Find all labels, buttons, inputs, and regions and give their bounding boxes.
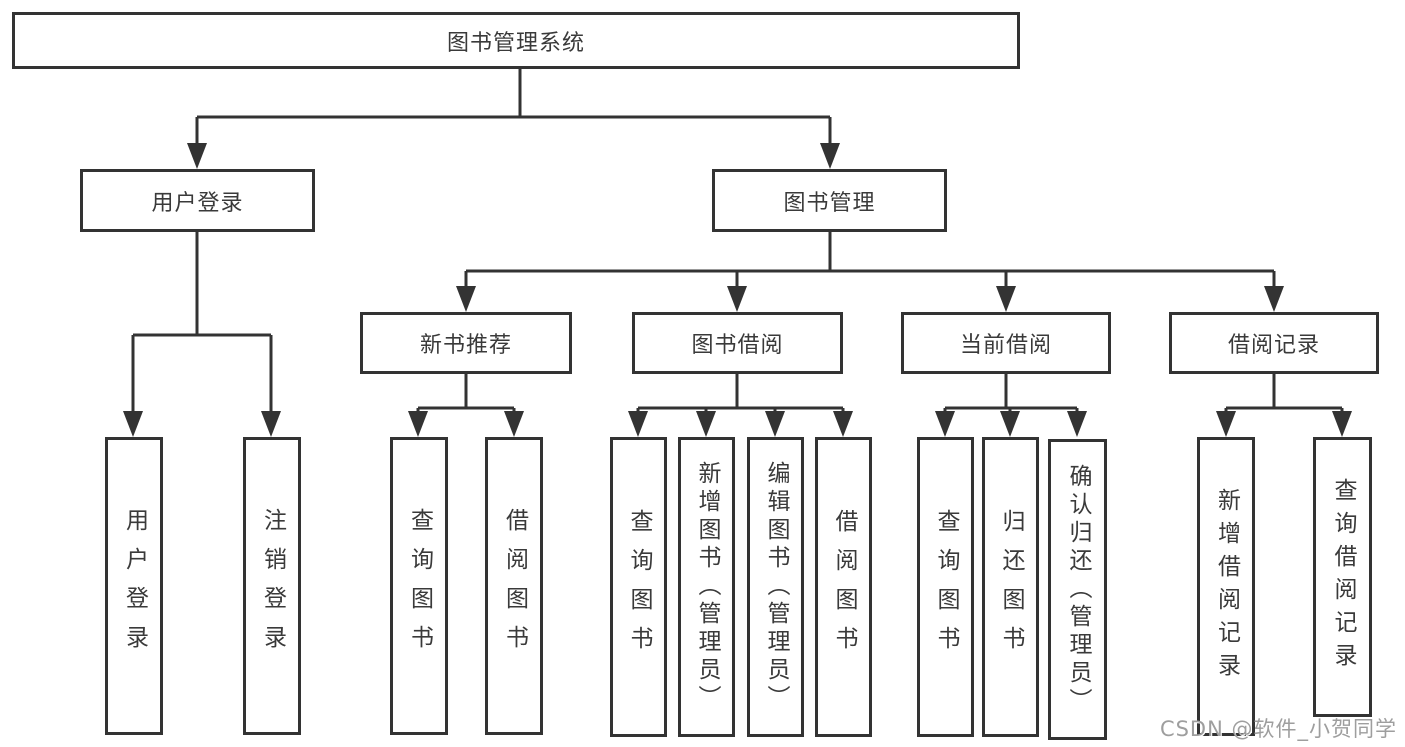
- connector-shafts: [131, 68, 1344, 414]
- leaf-label: 查询图书: [406, 508, 433, 664]
- leaf-borrow-books: 借阅图书: [815, 437, 872, 737]
- arrowhead: [408, 411, 428, 437]
- leaf-query-books-recommend: 查询图书: [390, 437, 448, 735]
- node-current-borrowing: 当前借阅: [901, 312, 1111, 374]
- node-user-login: 用户登录: [80, 169, 315, 232]
- arrowhead: [996, 286, 1016, 312]
- arrowhead: [1264, 286, 1284, 312]
- leaf-return-books: 归还图书: [982, 437, 1039, 737]
- leaf-label: 编辑图书（管理员）: [763, 461, 789, 713]
- arrowheads: [123, 143, 1352, 437]
- leaf-confirm-return-admin: 确认归还（管理员）: [1048, 439, 1107, 740]
- leaf-label: 查询图书: [626, 509, 652, 665]
- leaf-label: 借阅图书: [831, 509, 857, 665]
- leaf-borrow-books-recommend: 借阅图书: [485, 437, 543, 735]
- leaf-query-books-current: 查询图书: [917, 437, 974, 737]
- leaf-label: 注销登录: [259, 508, 286, 664]
- leaf-label: 查询借阅记录: [1330, 478, 1356, 676]
- arrowhead: [833, 411, 853, 437]
- arrowhead: [1067, 411, 1087, 437]
- arrowhead: [504, 411, 524, 437]
- arrowhead: [1216, 411, 1236, 437]
- leaf-label: 确认归还（管理员）: [1065, 463, 1091, 716]
- arrowhead: [456, 286, 476, 312]
- arrowhead: [187, 143, 207, 169]
- arrowhead: [261, 411, 281, 437]
- leaf-add-borrow-record: 新增借阅记录: [1197, 437, 1255, 736]
- leaf-label: 用户登录: [121, 508, 148, 664]
- node-book-borrowing: 图书借阅: [632, 312, 843, 374]
- node-borrowing-records: 借阅记录: [1169, 312, 1379, 374]
- leaf-logout: 注销登录: [243, 437, 301, 735]
- leaf-edit-books-admin: 编辑图书（管理员）: [747, 437, 804, 737]
- leaf-user-login: 用户登录: [105, 437, 163, 735]
- arrowhead: [123, 411, 143, 437]
- arrowhead: [696, 411, 716, 437]
- node-book-management: 图书管理: [712, 169, 947, 232]
- leaf-label: 查询图书: [933, 509, 959, 665]
- arrowhead: [765, 411, 785, 437]
- leaf-label: 新增图书（管理员）: [694, 461, 720, 713]
- node-library-management-system: 图书管理系统: [12, 12, 1020, 69]
- arrowhead: [1332, 411, 1352, 437]
- arrowhead: [727, 286, 747, 312]
- arrowhead: [628, 411, 648, 437]
- leaf-label: 归还图书: [998, 509, 1024, 665]
- leaf-label: 借阅图书: [501, 508, 528, 664]
- leaf-add-books-admin: 新增图书（管理员）: [678, 437, 735, 737]
- leaf-query-books-borrowing: 查询图书: [610, 437, 667, 737]
- node-new-book-recommendation: 新书推荐: [360, 312, 572, 374]
- arrowhead: [1000, 411, 1020, 437]
- leaf-query-borrow-record: 查询借阅记录: [1313, 437, 1372, 717]
- csdn-watermark: CSDN @软件_小贺同学: [1159, 717, 1397, 741]
- arrowhead: [820, 143, 840, 169]
- leaf-label: 新增借阅记录: [1213, 487, 1240, 686]
- arrowhead: [935, 411, 955, 437]
